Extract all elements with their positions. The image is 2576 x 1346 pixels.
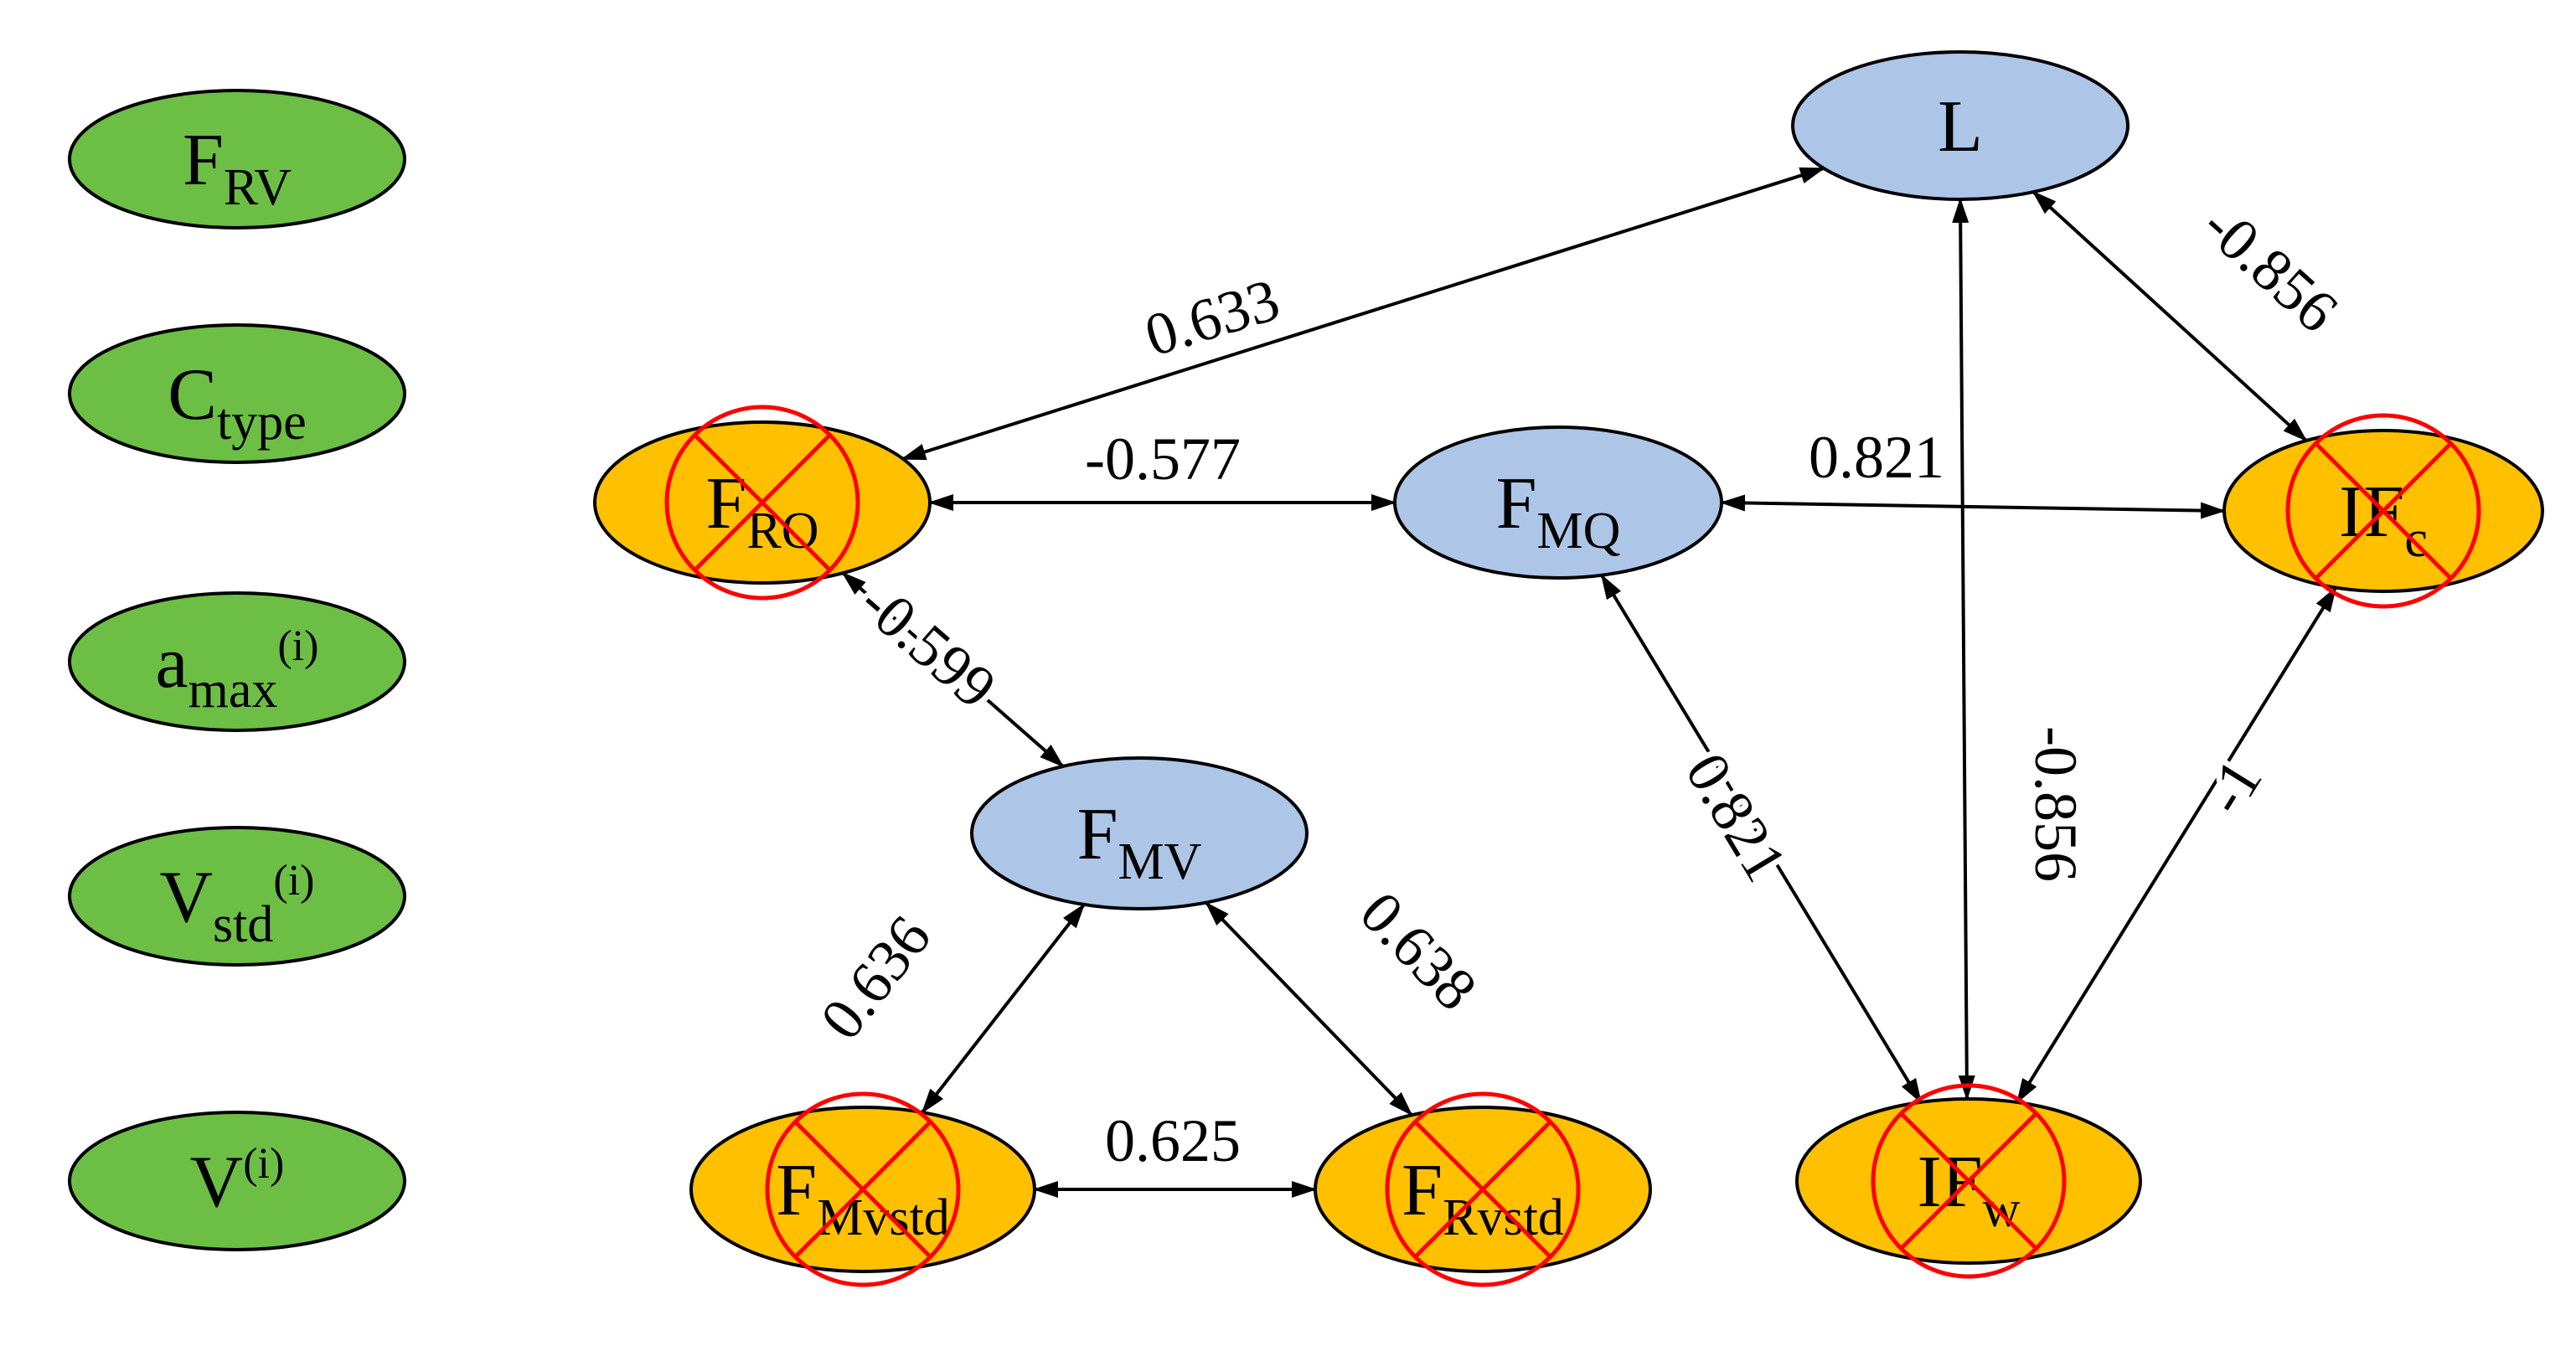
node-fmq-label: FMQ bbox=[1496, 463, 1621, 560]
cross-circle-icon bbox=[2285, 413, 2481, 609]
cross-circle-icon bbox=[765, 1091, 961, 1287]
cross-x-icon bbox=[1413, 1120, 1552, 1259]
edge-labels-layer: 0.633 -0.577 0.821 -0.856 -0.599 0.636 0… bbox=[802, 185, 2357, 1180]
node-fmvstd-sub: Mvstd bbox=[817, 1189, 949, 1246]
legend-amax-sup: (i) bbox=[277, 622, 318, 670]
node-l-label: L bbox=[1938, 86, 1983, 168]
legend-vstd-ellipse bbox=[68, 826, 406, 967]
cross-x-icon bbox=[793, 1120, 932, 1259]
edge-label-fmvstd-frvstd: 0.625 bbox=[1105, 1107, 1241, 1174]
edge-fro-l bbox=[901, 167, 1825, 461]
cross-circle-icon bbox=[1385, 1091, 1581, 1287]
node-fmvstd-label: FMvstd bbox=[776, 1150, 949, 1246]
legend-vstd-sub: std bbox=[213, 896, 273, 953]
edge-label-ifc-ifw: -1 bbox=[2191, 748, 2275, 826]
cross-x-icon bbox=[693, 433, 832, 572]
node-fmv-sub: MV bbox=[1118, 833, 1202, 890]
node-frvstd-sub: Rvstd bbox=[1443, 1189, 1564, 1246]
legend-amax-label: amax(i) bbox=[156, 622, 319, 719]
legend-frv-ellipse bbox=[68, 89, 406, 229]
node-frvstd-label: FRvstd bbox=[1402, 1150, 1564, 1246]
node-fmvstd-main: F bbox=[776, 1150, 817, 1231]
node-l: L bbox=[1791, 50, 2129, 201]
edge-fmv-frvstd bbox=[1205, 901, 1413, 1117]
legend-vstd-main: V bbox=[159, 857, 213, 938]
legend-vi-main: V bbox=[190, 1142, 244, 1223]
legend-ctype-label: Ctype bbox=[168, 354, 306, 451]
edge-l-ifw bbox=[1952, 198, 1975, 1101]
edge-ifc-ifw bbox=[2016, 586, 2337, 1104]
node-fmv-ellipse bbox=[970, 756, 1309, 910]
legend-node-vstd: Vstd(i) bbox=[68, 826, 406, 967]
cross-out-frvstd bbox=[1385, 1091, 1581, 1287]
edge-fmv-fmvstd bbox=[921, 903, 1086, 1114]
legend-node-vi: V(i) bbox=[68, 1111, 406, 1251]
edge-label-fro-l: 0.633 bbox=[1138, 266, 1287, 369]
cross-out-fmvstd bbox=[765, 1091, 961, 1287]
legend-ctype-main: C bbox=[168, 354, 217, 436]
cross-circle-icon bbox=[1871, 1083, 2067, 1279]
node-l-main: L bbox=[1938, 86, 1983, 168]
node-fmv-main: F bbox=[1077, 794, 1118, 875]
cross-x-icon bbox=[1899, 1111, 2038, 1251]
legend-layer: FRV Ctype amax(i) Vstd(i) V(i) bbox=[68, 89, 406, 1251]
node-fmq: FMQ bbox=[1393, 425, 1723, 580]
edge-label-fro-fmv: -0.599 bbox=[847, 569, 1009, 721]
legend-frv-label: FRV bbox=[183, 120, 292, 216]
legend-vi-ellipse bbox=[68, 1111, 406, 1251]
cross-x-icon bbox=[2314, 441, 2453, 580]
edge-fro-fmv bbox=[841, 571, 1065, 768]
cross-out-ifw bbox=[1871, 1083, 2067, 1279]
edge-label-l-ifc: -0.856 bbox=[2190, 191, 2351, 345]
legend-amax-sub: max bbox=[188, 662, 278, 719]
node-fmq-ellipse bbox=[1393, 425, 1723, 580]
edge-label-fmv-frvstd: 0.638 bbox=[1347, 879, 1489, 1023]
legend-node-frv: FRV bbox=[68, 89, 406, 229]
node-l-ellipse bbox=[1791, 50, 2129, 201]
edge-l-ifc bbox=[2031, 190, 2308, 442]
legend-node-amax: amax(i) bbox=[68, 591, 406, 732]
cross-out-ifc bbox=[2285, 413, 2481, 609]
edge-fmq-ifc bbox=[1720, 494, 2226, 519]
legend-ctype-ellipse bbox=[68, 323, 406, 464]
edge-label-fmq-ifc: 0.821 bbox=[1809, 424, 1944, 491]
legend-vi-label: V(i) bbox=[190, 1140, 285, 1223]
edge-label-l-ifw: -0.856 bbox=[2022, 726, 2089, 882]
node-fmv-label: FMV bbox=[1077, 794, 1202, 890]
legend-ctype-sub: type bbox=[217, 394, 307, 451]
legend-node-ctype: Ctype bbox=[68, 323, 406, 464]
edge-label-fmv-fmvstd: 0.636 bbox=[808, 904, 944, 1052]
cross-out-fro bbox=[664, 405, 860, 601]
cross-out-layer bbox=[664, 405, 2481, 1287]
node-fmv: FMV bbox=[970, 756, 1309, 910]
legend-vstd-label: Vstd(i) bbox=[159, 857, 314, 953]
node-fmq-main: F bbox=[1496, 463, 1537, 544]
legend-vstd-sup: (i) bbox=[273, 857, 314, 905]
node-ifc-label: IFc bbox=[2339, 472, 2428, 568]
node-ifc-sub: c bbox=[2404, 511, 2428, 568]
legend-amax-main: a bbox=[156, 622, 188, 704]
edge-fmq-ifw bbox=[1600, 574, 1923, 1104]
legend-amax-ellipse bbox=[68, 591, 406, 732]
node-ifc-main: IF bbox=[2339, 472, 2404, 553]
node-fmq-sub: MQ bbox=[1537, 503, 1621, 560]
legend-frv-main: F bbox=[183, 120, 224, 201]
legend-vi-sup: (i) bbox=[243, 1140, 284, 1188]
node-fro-main: F bbox=[705, 463, 746, 544]
node-frvstd-main: F bbox=[1402, 1150, 1443, 1231]
legend-frv-sub: RV bbox=[224, 159, 292, 216]
cross-circle-icon bbox=[664, 405, 860, 601]
node-fro-label: FRO bbox=[705, 463, 818, 560]
edges-layer bbox=[841, 167, 2337, 1198]
edge-label-fro-fmq: -0.577 bbox=[1085, 425, 1241, 493]
